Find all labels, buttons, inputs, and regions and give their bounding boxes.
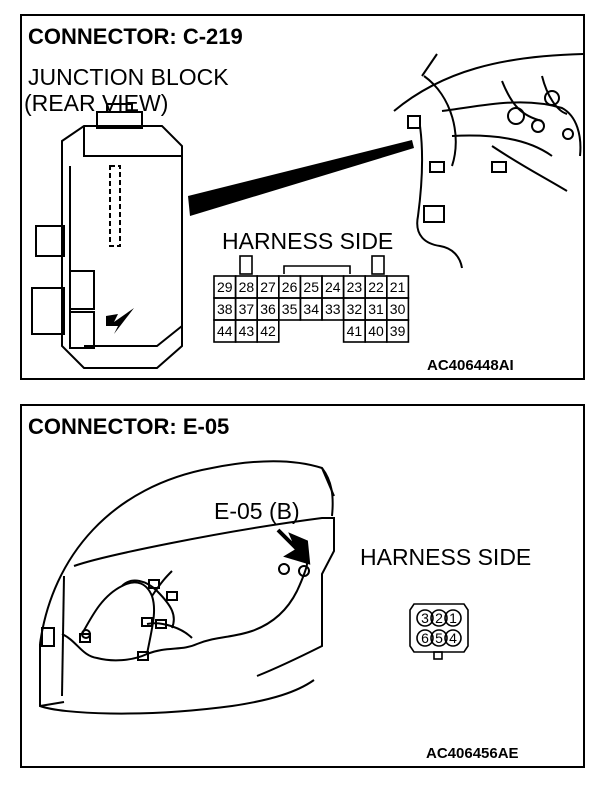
- c219-pin-number: 40: [368, 323, 384, 339]
- e05-callout-label: E-05 (B): [214, 498, 300, 524]
- dashboard-harness-illustration: [393, 53, 583, 269]
- c219-drawing: 29 28 27 26 25 24 23 22 21 38 37 36 35 34 33 32 31 30 44 43…: [31, 53, 583, 369]
- e05-pin-number: 6: [421, 630, 429, 646]
- c219-title: CONNECTOR: C-219: [28, 24, 243, 49]
- c219-pin-number: 30: [390, 301, 406, 317]
- c219-pin-number: 43: [239, 323, 255, 339]
- e05-pin-circle: [416, 609, 434, 627]
- e05-callout-arrow: [276, 528, 311, 565]
- e05-pin-number: 5: [435, 630, 443, 646]
- c219-pin-number: 23: [347, 279, 363, 295]
- c219-pin-number: 44: [217, 323, 233, 339]
- c219-pin-cell: [256, 319, 280, 343]
- junction-block-label: JUNCTION BLOCK: [28, 64, 229, 90]
- door-harness-illustration: [41, 547, 310, 662]
- door-illustration: [39, 460, 335, 715]
- c219-pin-number: 31: [368, 301, 384, 317]
- c219-pin-number: 34: [303, 301, 319, 317]
- c219-pin-number: 35: [282, 301, 298, 317]
- c219-pin-number: 26: [282, 279, 298, 295]
- junction-arrow: [106, 308, 134, 334]
- c219-pin-number: 24: [325, 279, 341, 295]
- e05-title: CONNECTOR: E-05: [28, 414, 230, 439]
- c219-harness-side-label: HARNESS SIDE: [222, 228, 394, 254]
- e05-pin-number: 1: [449, 610, 457, 626]
- c219-pin-number: 25: [303, 279, 319, 295]
- c219-figure-code: AC406448AI: [427, 357, 514, 374]
- c219-harness-connector: [239, 255, 385, 275]
- e05-pin-circle: [444, 609, 462, 627]
- c219-pin-number: 32: [347, 301, 363, 317]
- e05-pin-circle: [430, 629, 448, 647]
- c219-pin-number: 37: [239, 301, 255, 317]
- e05-pin-number: 3: [421, 610, 429, 626]
- c219-pin-number: 38: [217, 301, 233, 317]
- e05-pin-circle: [444, 629, 462, 647]
- e05-figure-code: AC406456AE: [426, 745, 519, 762]
- c219-pin-cell: [385, 319, 410, 343]
- c219-pin-number: 21: [390, 279, 406, 295]
- rear-view-label: (REAR VIEW): [24, 90, 169, 116]
- e05-harness-connector: [409, 603, 469, 660]
- junction-block-illustration: [31, 103, 183, 369]
- e05-pin-number: 4: [449, 630, 457, 646]
- c219-pin-number: 41: [347, 323, 363, 339]
- connector-c219-panel: 29 28 27 26 25 24 23 22 21 38 37 36 35 34 33 32 31 30 44 43…: [20, 14, 585, 380]
- e05-pin-circle: [430, 609, 448, 627]
- c219-pin-number: 33: [325, 301, 341, 317]
- c219-pin-number: 42: [260, 323, 276, 339]
- c219-pin-number: 39: [390, 323, 406, 339]
- e05-harness-side-label: HARNESS SIDE: [360, 544, 532, 570]
- c219-pin-number: 29: [217, 279, 233, 295]
- e05-pin-number: 2: [435, 610, 443, 626]
- zoom-wedge: [188, 140, 414, 216]
- c219-pin-number: 22: [368, 279, 384, 295]
- c219-pin-number: 27: [260, 279, 276, 295]
- c219-pin-number: 28: [239, 279, 255, 295]
- e05-pin-circle: [416, 629, 434, 647]
- c219-pin-number: 36: [260, 301, 276, 317]
